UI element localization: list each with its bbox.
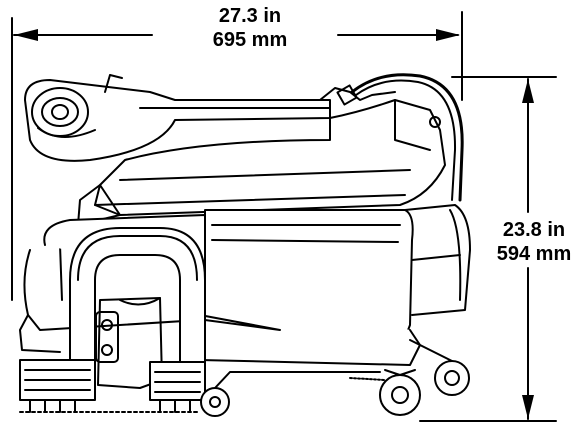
arrowhead-down-icon (522, 395, 534, 419)
height-dimension-line (419, 76, 557, 422)
height-dimension-label: 23.8 in 594 mm (488, 218, 580, 266)
arrowhead-up-icon (522, 79, 534, 103)
handle-arm (24, 74, 396, 162)
hose (350, 73, 464, 202)
arrowhead-left-icon (14, 29, 38, 41)
wheels (200, 339, 470, 417)
arrowhead-right-icon (436, 29, 460, 41)
width-dimension-line (11, 11, 463, 301)
width-metric: 695 mm (212, 29, 288, 51)
recovery-tank (59, 99, 446, 301)
width-dimension-label: 27.3 in 695 mm (190, 4, 310, 52)
height-imperial: 23.8 in (502, 219, 566, 241)
width-imperial: 27.3 in (218, 5, 282, 27)
height-metric: 594 mm (496, 243, 572, 265)
brush-deck (19, 359, 206, 413)
